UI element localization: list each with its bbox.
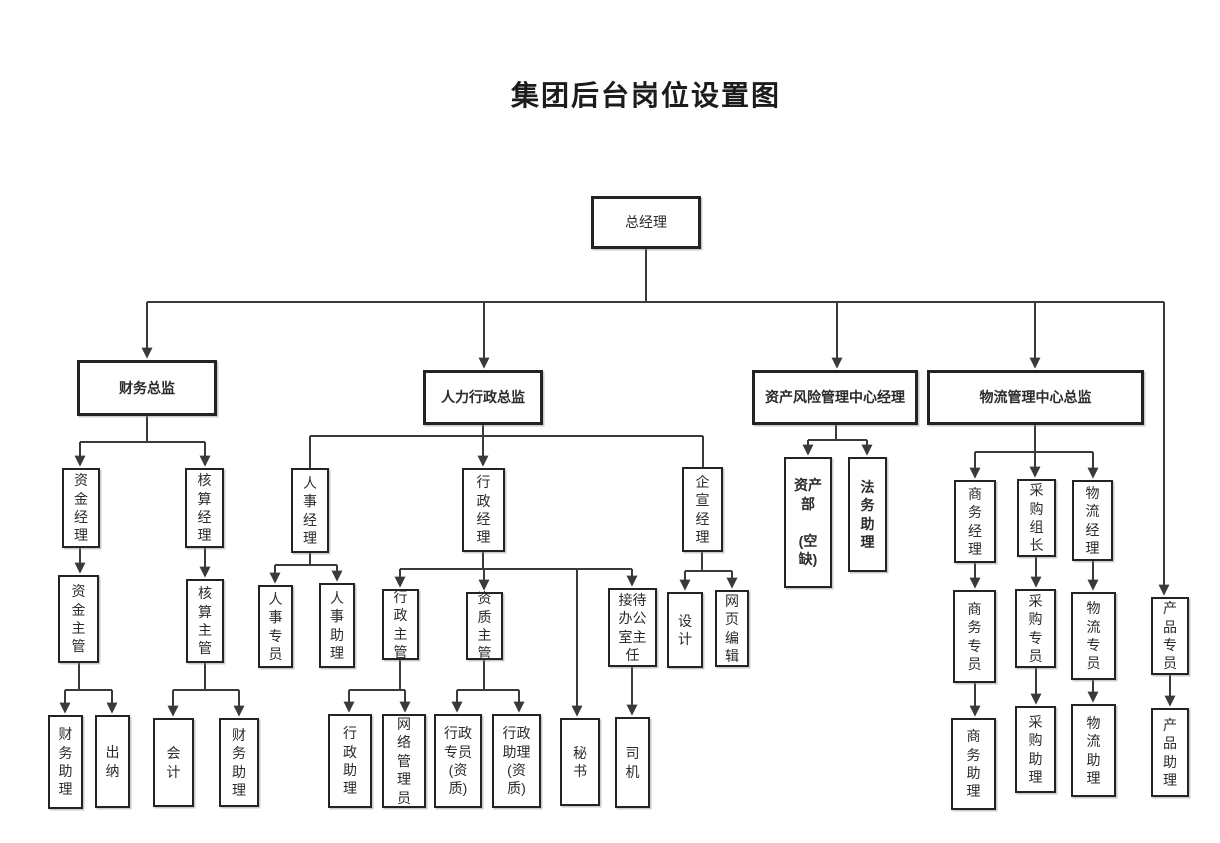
- org-node-asset-dept-vacant: 资产 部 (空 缺): [784, 457, 832, 588]
- org-node-secretary: 秘 书: [560, 718, 600, 806]
- org-node-finance-assistant-2: 财 务 助 理: [219, 718, 259, 807]
- org-node-hr-specialist: 人 事 专 员: [258, 585, 293, 668]
- org-node-accounting-manager: 核 算 经 理: [185, 468, 224, 548]
- org-node-finance-director: 财务总监: [77, 360, 217, 416]
- org-node-admin-assistant-qual: 行政 助理 (资 质): [492, 714, 541, 808]
- org-node-admin-specialist-qual: 行政 专员 (资 质): [434, 714, 482, 808]
- org-node-accounting-supervisor: 核 算 主 管: [186, 579, 224, 663]
- org-node-fund-supervisor: 资 金 主 管: [58, 575, 99, 663]
- org-node-business-manager: 商 务 经 理: [954, 480, 996, 563]
- org-node-procurement-lead: 采 购 组 长: [1017, 479, 1056, 557]
- org-node-hr-admin-director: 人力行政总监: [423, 370, 543, 425]
- org-node-finance-assistant-1: 财 务 助 理: [48, 715, 83, 809]
- org-node-logistics-center-director: 物流管理中心总监: [927, 370, 1144, 425]
- org-node-product-specialist: 产 品 专 员: [1151, 597, 1189, 675]
- org-node-product-assistant: 产 品 助 理: [1151, 708, 1189, 797]
- org-node-procurement-assistant: 采 购 助 理: [1015, 706, 1056, 793]
- org-node-cashier: 出 纳: [95, 715, 130, 808]
- org-node-driver: 司 机: [615, 717, 650, 808]
- org-node-hr-assistant: 人 事 助 理: [319, 583, 355, 668]
- org-node-business-assistant: 商 务 助 理: [951, 718, 996, 810]
- org-node-hr-manager: 人 事 经 理: [291, 468, 329, 553]
- org-node-legal-assistant: 法 务 助 理: [848, 457, 887, 572]
- org-node-admin-supervisor: 行 政 主 管: [382, 589, 419, 660]
- org-node-business-specialist: 商 务 专 员: [953, 590, 996, 683]
- org-node-pr-manager: 企 宣 经 理: [682, 467, 723, 552]
- org-node-admin-assistant: 行 政 助 理: [328, 714, 372, 808]
- org-node-procurement-specialist: 采 购 专 员: [1015, 589, 1056, 668]
- org-node-accountant: 会 计: [153, 718, 194, 807]
- org-node-logistics-specialist: 物 流 专 员: [1071, 592, 1116, 680]
- page-title: 集团后台岗位设置图: [511, 80, 782, 111]
- org-node-asset-risk-manager: 资产风险管理中心经理: [752, 370, 918, 425]
- org-node-designer: 设 计: [667, 592, 703, 668]
- org-node-logistics-assistant: 物 流 助 理: [1071, 704, 1116, 797]
- org-node-logistics-manager: 物 流 经 理: [1072, 480, 1113, 561]
- org-node-general-manager: 总经理: [591, 196, 701, 249]
- org-node-fund-manager: 资 金 经 理: [62, 468, 100, 548]
- org-node-admin-manager: 行 政 经 理: [462, 468, 505, 552]
- org-node-qualification-supervisor: 资 质 主 管: [466, 590, 503, 661]
- org-node-web-editor: 网 页 编 辑: [715, 590, 749, 667]
- org-node-reception-office-director: 接待 办公 室主 任: [608, 588, 657, 667]
- org-node-network-administrator: 网 络 管 理 员: [382, 714, 426, 808]
